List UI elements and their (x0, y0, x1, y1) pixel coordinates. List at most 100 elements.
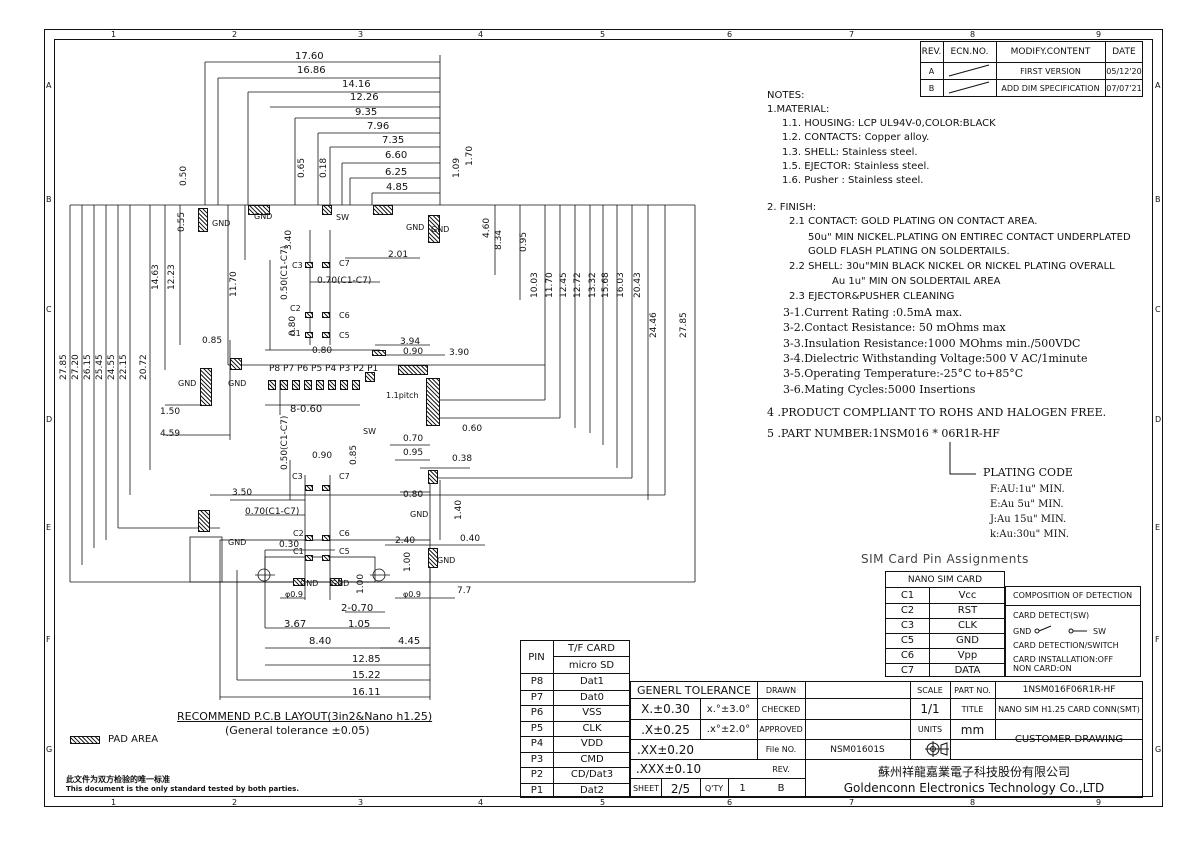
dim-misc: 0.40 (460, 534, 481, 544)
tf-func: CMD (580, 753, 604, 765)
outer-frame (44, 29, 1163, 807)
rev-header: REV. (921, 47, 942, 57)
pad (305, 332, 313, 338)
plating-item: F:AU:1u" MIN. (990, 484, 1065, 495)
dim-misc: 0.55 (177, 211, 187, 232)
sim-pin: C7 (900, 665, 915, 676)
tf-row-line (520, 705, 630, 706)
dim-top: 7.35 (382, 135, 405, 146)
plating-item: k:Au:30u" MIN. (990, 529, 1069, 540)
notes-title: NOTES: (767, 90, 805, 101)
tolerance-title: GENERL TOLERANCE (637, 683, 751, 697)
pad (322, 332, 330, 338)
detect-gnd: GND (1013, 627, 1032, 636)
finish-item: 2.2 SHELL: 30u"MIN BLACK NICKEL OR NICKE… (789, 261, 1115, 272)
dim-misc: 0.85 (349, 444, 359, 465)
dim-bottom: 15.22 (352, 670, 381, 681)
dim-left: 25.45 (95, 354, 105, 380)
pad-area-swatch (70, 736, 100, 744)
c-label: C3 (292, 261, 303, 270)
zone-row: D (1155, 415, 1162, 424)
switch-icon (1034, 625, 1087, 634)
material-title: 1.MATERIAL: (767, 104, 830, 115)
dim-misc: 0.90 (312, 451, 333, 461)
company-en: Goldenconn Electronics Technology Co.,LT… (843, 781, 1105, 795)
tf-row-line (520, 720, 630, 722)
pad (304, 380, 312, 390)
zone-row: F (1155, 635, 1160, 644)
zone-col: 9 (1096, 798, 1102, 807)
dim-misc: 0.65 (297, 157, 307, 178)
sim-func: DATA (954, 665, 981, 676)
layout-caption: RECOMMEND P.C.B LAYOUT(3in2&Nano h1.25) (177, 710, 433, 723)
approved-label: APPROVED (759, 725, 803, 734)
zone-col: 2 (232, 30, 238, 39)
pad (305, 262, 313, 268)
tf-pin: P3 (530, 753, 544, 765)
gnd-label: GND (410, 510, 429, 519)
dim-misc: 0.90 (403, 347, 424, 357)
sim-func: CLK (957, 620, 978, 631)
dim-misc: 1.50 (160, 407, 181, 417)
detect-switch: CARD DETECTION/SWITCH (1013, 641, 1119, 650)
c-label: C7 (339, 259, 350, 268)
finish-item: 50u" MIN NICKEL.PLATING ON ENTIREC CONTA… (808, 232, 1131, 243)
dim-bottom: 3.67 (284, 619, 307, 630)
sim-row-line (885, 633, 1005, 634)
tf-func: Dat0 (579, 691, 605, 703)
zone-col: 4 (478, 798, 484, 807)
dim-bottom: 1.05 (348, 619, 371, 630)
zone-row: G (46, 745, 53, 754)
pin-labels: P8 P7 P6 P5 P4 P3 P2 P1 (269, 364, 379, 374)
pad (305, 535, 313, 541)
zone-col: 5 (600, 30, 606, 39)
dim-left: 14.63 (151, 264, 161, 290)
detect-swlbl: SW (1093, 627, 1106, 636)
dim-left: 27.20 (71, 354, 81, 380)
dim-misc: 0.95 (519, 231, 529, 252)
tf-pin: P1 (530, 784, 544, 796)
c1c7v-label: 0.50(C1-C7) (280, 245, 290, 300)
sim-func: RST (957, 605, 978, 616)
pad (340, 380, 348, 390)
dim-misc: 1.40 (454, 499, 464, 520)
pitch-label: 1.1pitch (386, 391, 419, 400)
electrical-item: 3-1.Current Rating :0.5mA max. (783, 306, 963, 319)
dim-right: 27.85 (679, 312, 689, 338)
pad (316, 380, 324, 390)
dim-misc: 0.70 (403, 434, 424, 444)
pad (330, 578, 342, 586)
dim-misc: 4.59 (160, 429, 181, 439)
c-label: C5 (339, 331, 350, 340)
dim-misc: 3.40 (284, 229, 294, 250)
material-item: 1.6. Pusher : Stainless steel. (782, 175, 924, 187)
gnd-label: GND (212, 219, 231, 228)
sim-pin: C5 (900, 635, 915, 646)
dim-top: 7.96 (367, 121, 390, 132)
dim-misc: 0.38 (452, 454, 473, 464)
tf-pin: P5 (530, 722, 544, 734)
zone-row: B (46, 195, 52, 204)
dim-left: 20.72 (139, 354, 149, 380)
tol-1b: x.°±3.0° (706, 703, 751, 715)
c-label: C7 (339, 472, 350, 481)
dim-left: 22.15 (119, 354, 129, 380)
rev-a-date: 05/12'20 (1106, 66, 1142, 76)
c1c7v-label: 0.50(C1-C7) (280, 415, 290, 470)
customer-drawing: CUSTOMER DRAWING (1014, 734, 1124, 745)
plating-title: PLATING CODE (983, 466, 1073, 479)
dim-misc: 4.60 (482, 217, 492, 238)
pad (372, 350, 386, 356)
finish-title: 2. FINISH: (767, 202, 817, 213)
tol-2b: .x°±2.0° (706, 724, 751, 735)
gnd-label: GND (406, 223, 425, 232)
layout-tolerance: (General tolerance ±0.05) (225, 724, 370, 737)
dim-top: 4.85 (386, 182, 409, 193)
rev-a-content: FIRST VERSION (1020, 66, 1081, 76)
tf-func: CD/Dat3 (570, 769, 614, 780)
pad (428, 215, 440, 243)
material-item: 1.5. EJECTOR: Stainless steel. (782, 160, 930, 172)
pad (322, 555, 330, 561)
finish-item: GOLD FLASH PLATING ON SOLDERTAILS. (808, 246, 1010, 257)
pad (230, 358, 242, 370)
